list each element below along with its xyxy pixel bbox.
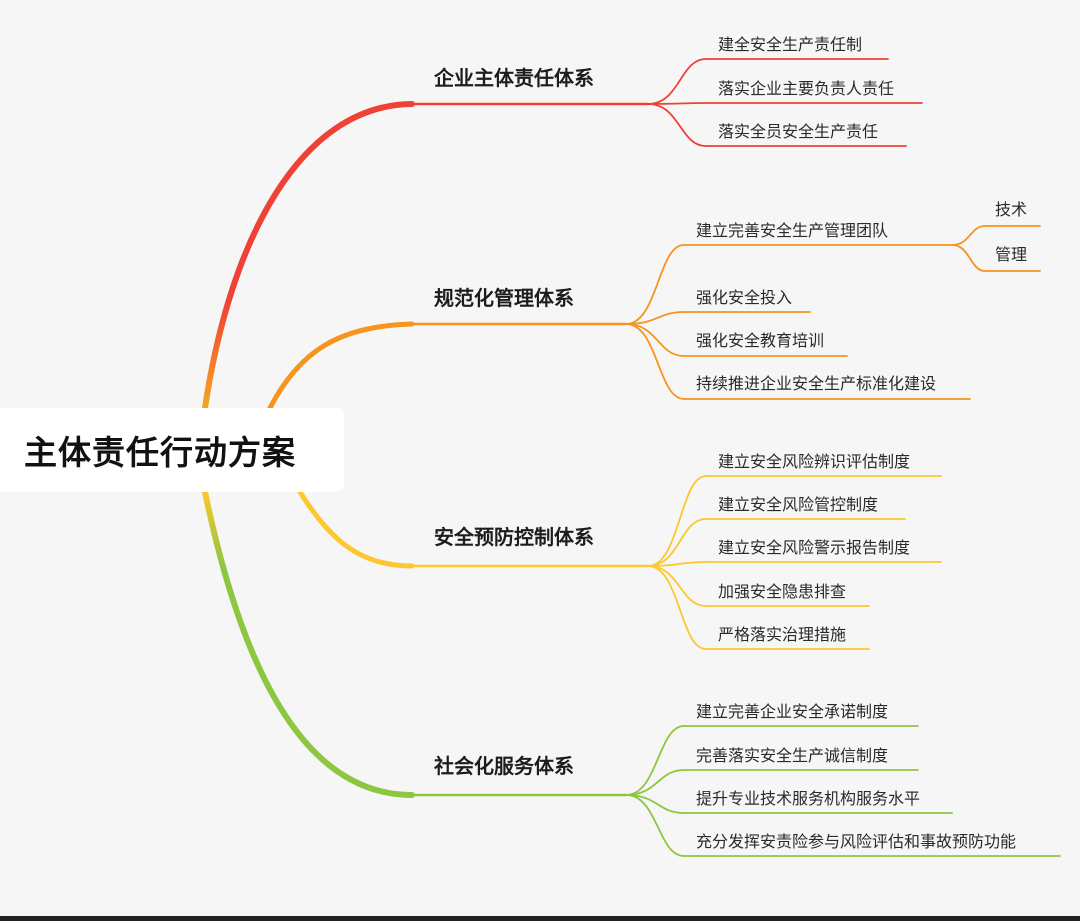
topic-node[interactable]: 持续推进企业安全生产标准化建设: [696, 374, 936, 394]
subtopic-node[interactable]: 技术: [995, 200, 1027, 220]
branch-node-enterprise[interactable]: 企业主体责任体系: [434, 66, 594, 90]
topic-connector: [647, 565, 707, 607]
topic-connector: [647, 103, 707, 147]
topic-connector: [625, 323, 685, 357]
branch-label: 安全预防控制体系: [434, 525, 594, 549]
topic-connector: [625, 323, 685, 400]
topic-node[interactable]: 提升专业技术服务机构服务水平: [696, 789, 920, 809]
topic-label: 建全安全生产责任制: [718, 35, 863, 54]
branch-node-social-service[interactable]: 社会化服务体系: [434, 754, 574, 778]
subtopic-node[interactable]: 管理: [995, 245, 1027, 265]
topic-label: 严格落实治理措施: [718, 625, 847, 644]
topic-label: 建立安全风险警示报告制度: [718, 538, 911, 557]
topic-node[interactable]: 严格落实治理措施: [718, 625, 846, 645]
topic-node[interactable]: 落实全员安全生产责任: [718, 122, 878, 142]
topic-connector: [625, 794, 685, 857]
subtopic-label: 技术: [995, 200, 1028, 219]
topic-node[interactable]: 建立完善安全生产管理团队: [696, 221, 888, 241]
subtopic-connector: [951, 244, 986, 272]
topic-label: 建立安全风险管控制度: [718, 495, 879, 514]
main-branch-line: [297, 489, 415, 569]
topic-connector: [647, 58, 707, 105]
topic-connector: [625, 725, 685, 796]
topic-node[interactable]: 建立安全风险警示报告制度: [718, 538, 910, 558]
branch-label: 规范化管理体系: [434, 286, 574, 310]
topic-node[interactable]: 强化安全教育培训: [696, 331, 824, 351]
main-branch-line: [202, 101, 415, 411]
bottom-bar: [0, 916, 1080, 921]
sub-branch-lines: [410, 58, 1061, 857]
topic-connector: [625, 244, 685, 325]
topic-label: 提升专业技术服务机构服务水平: [696, 789, 921, 808]
topic-node[interactable]: 建立完善企业安全承诺制度: [696, 702, 888, 722]
topic-connector: [625, 769, 685, 796]
topic-label: 持续推进企业安全生产标准化建设: [696, 374, 937, 393]
topic-label: 建立完善安全生产管理团队: [696, 221, 889, 240]
topic-label: 完善落实安全生产诚信制度: [696, 746, 889, 765]
subtopic-connector: [951, 225, 986, 246]
topic-node[interactable]: 强化安全投入: [696, 288, 792, 308]
branch-label: 社会化服务体系: [434, 754, 574, 778]
subtopic-label: 管理: [995, 245, 1028, 264]
branch-node-prevention[interactable]: 安全预防控制体系: [434, 525, 594, 549]
topic-node[interactable]: 充分发挥安责险参与风险评估和事故预防功能: [696, 832, 1016, 852]
main-branch-line: [202, 489, 415, 798]
topic-label: 充分发挥安责险参与风险评估和事故预防功能: [696, 832, 1017, 851]
branch-label: 企业主体责任体系: [434, 66, 594, 90]
topic-connector: [647, 518, 707, 567]
topic-label: 强化安全教育培训: [696, 331, 825, 350]
main-branch-line: [267, 321, 415, 411]
topic-label: 加强安全隐患排查: [718, 582, 847, 601]
topic-node[interactable]: 加强安全隐患排查: [718, 582, 846, 602]
topic-connector: [647, 565, 707, 650]
branch-node-standardization[interactable]: 规范化管理体系: [434, 286, 574, 310]
topic-node[interactable]: 建全安全生产责任制: [718, 35, 862, 55]
topic-label: 建立完善企业安全承诺制度: [696, 702, 889, 721]
topic-label: 落实企业主要负责人责任: [718, 79, 895, 98]
topic-label: 建立安全风险辨识评估制度: [718, 452, 911, 471]
topic-node[interactable]: 建立安全风险辨识评估制度: [718, 452, 910, 472]
root-label: 主体责任行动方案: [24, 433, 296, 472]
topic-node[interactable]: 建立安全风险管控制度: [718, 495, 878, 515]
topic-connector: [647, 475, 707, 567]
main-branch-lines: [202, 101, 415, 798]
root-node[interactable]: 主体责任行动方案: [0, 408, 344, 492]
topic-label: 强化安全投入: [696, 288, 793, 307]
topic-connector: [647, 102, 707, 105]
topic-label: 落实全员安全生产责任: [718, 122, 879, 141]
topic-node[interactable]: 落实企业主要负责人责任: [718, 79, 894, 99]
topic-connector: [625, 311, 685, 325]
topic-node[interactable]: 完善落实安全生产诚信制度: [696, 746, 888, 766]
